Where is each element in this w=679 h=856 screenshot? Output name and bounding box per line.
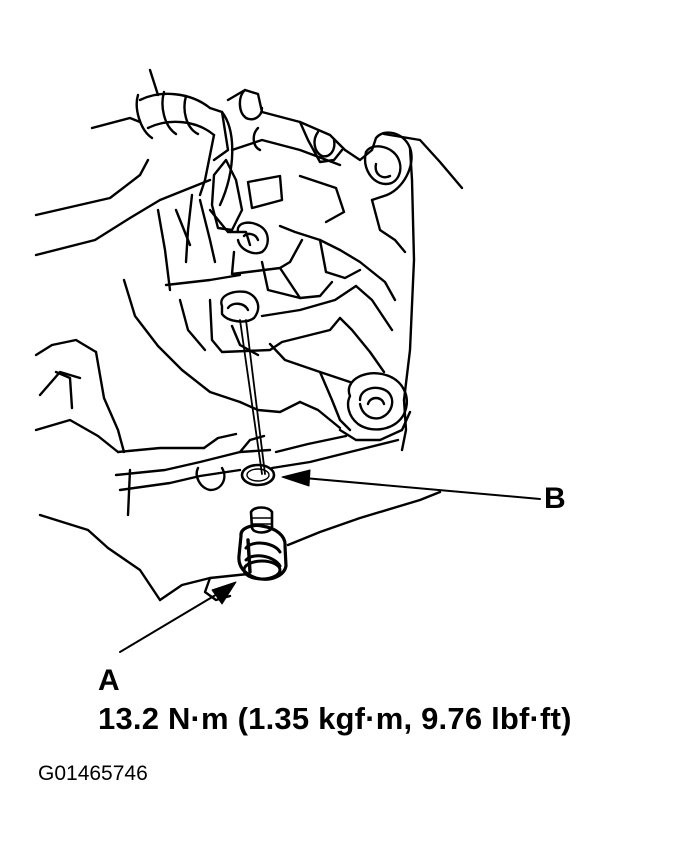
background-edges (34, 68, 212, 257)
callout-label-a: A (98, 664, 120, 697)
callout-label-b: B (544, 482, 566, 515)
assembly-axis (239, 319, 266, 475)
housing-body (34, 88, 464, 602)
torque-specification: 13.2 N·m (1.35 kgf·m, 9.76 lbf·ft) (98, 701, 572, 736)
callout-b-leader (281, 469, 541, 500)
coolant-hose (135, 90, 234, 207)
oil-pressure-sensor (237, 506, 288, 581)
sealing-washer (240, 463, 276, 487)
callout-a-leader (119, 581, 237, 653)
figure-identifier: G01465746 (38, 762, 148, 785)
